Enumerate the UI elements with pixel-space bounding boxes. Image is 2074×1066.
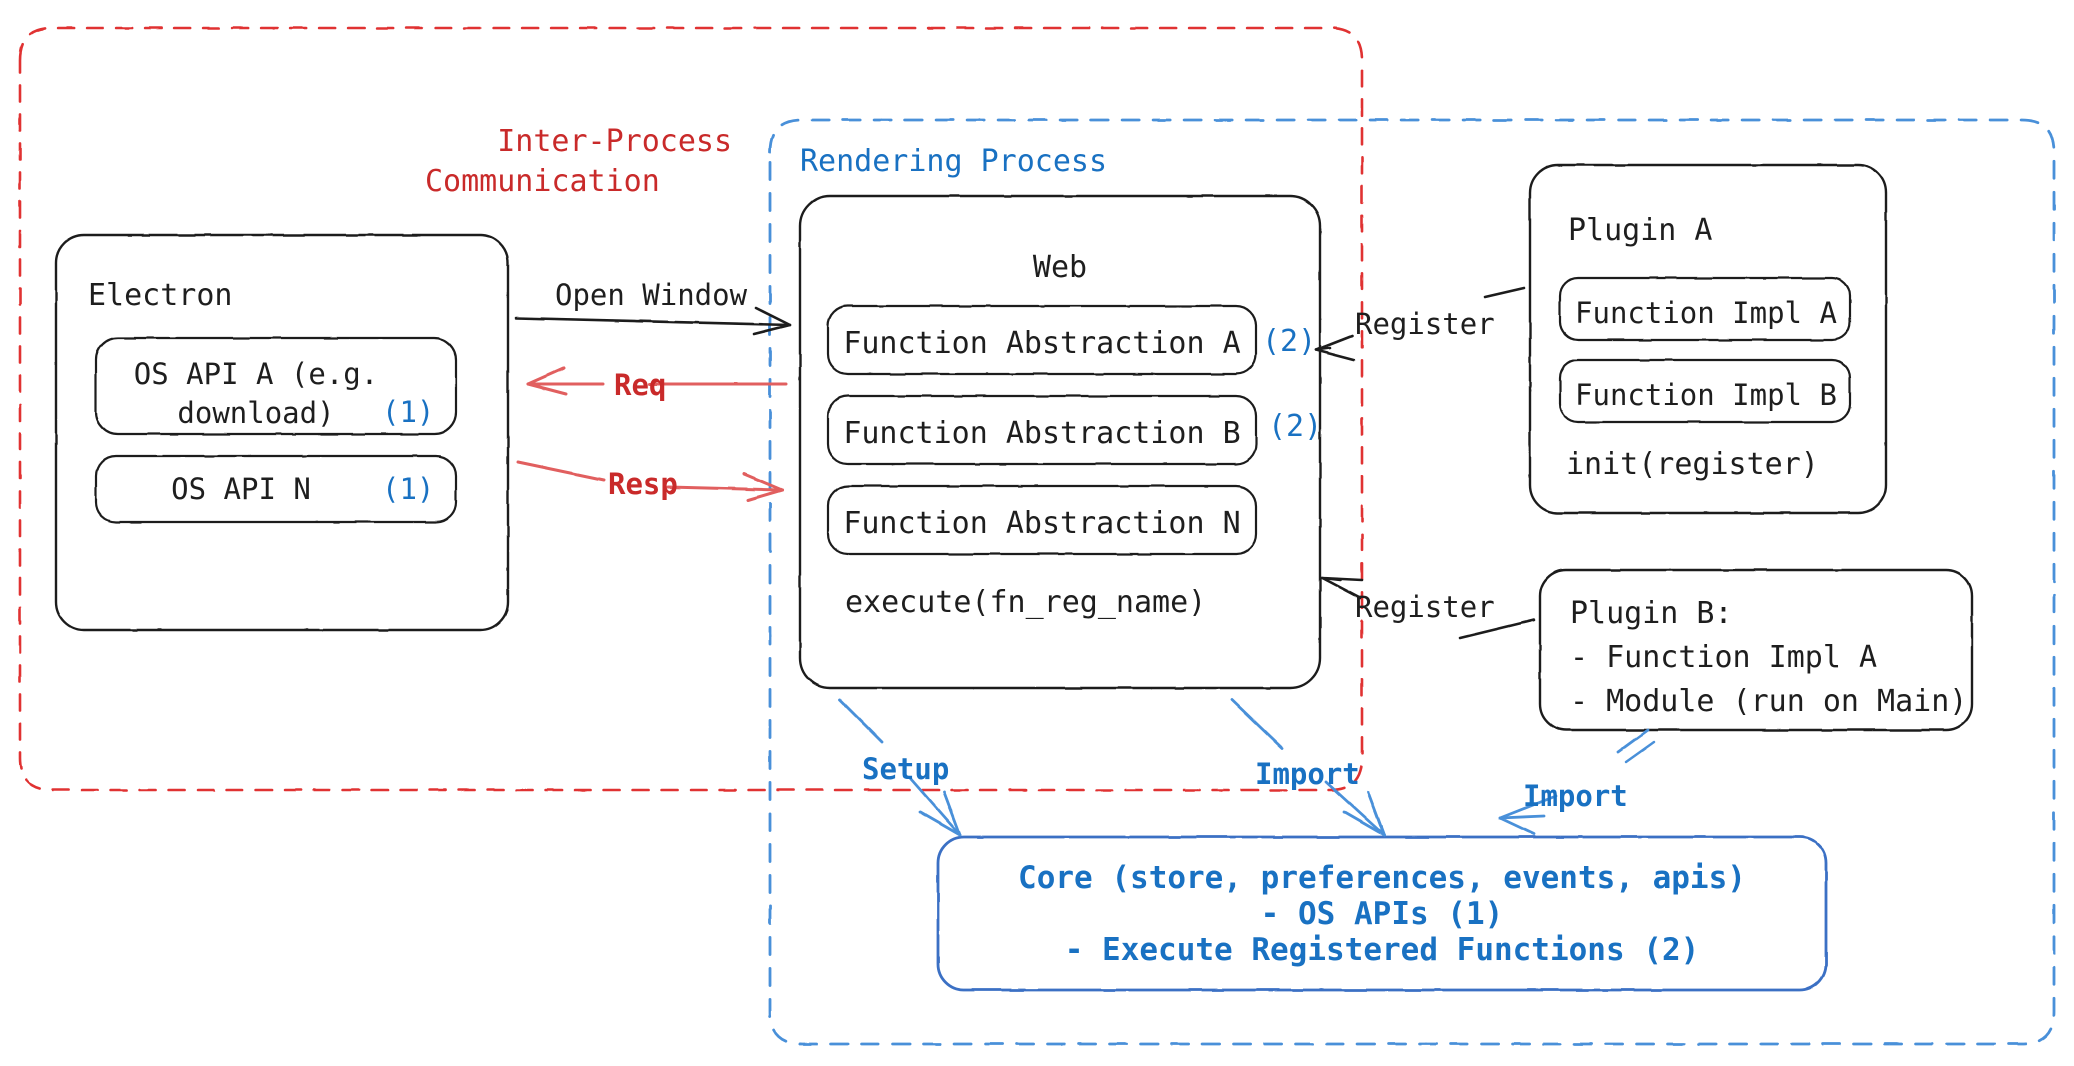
web-item-function-abstraction-a-badge: (2): [1262, 324, 1317, 359]
web-item-function-abstraction-b-badge: (2): [1268, 409, 1323, 444]
box-title-plugin-a: Plugin A: [1568, 213, 1713, 248]
electron-item-os-api-a-label: OS API A (e.g. download): [133, 357, 379, 430]
edge-label-import-plugin-b: Import: [1523, 779, 1628, 813]
electron-item-os-api-a-badge: (1): [382, 395, 435, 429]
box-title-electron: Electron: [88, 278, 233, 313]
electron-item-os-api-n-label: OS API N: [171, 472, 311, 506]
edge-label-req: Req: [614, 368, 667, 402]
edge-label-register-plugin-b: Register: [1355, 590, 1495, 624]
plugin-b-line-module-run-on-main: - Module (run on Main): [1570, 684, 1968, 719]
plugin-a-item-function-impl-a: Function Impl A: [1575, 296, 1837, 330]
plugin-a-item-function-impl-b: Function Impl B: [1575, 378, 1837, 412]
web-footer-execute: execute(fn_reg_name): [845, 585, 1207, 620]
edge-label-open-window: Open Window: [555, 278, 748, 312]
box-title-plugin-b: Plugin B:: [1570, 596, 1733, 631]
plugin-b-line-function-impl-a: - Function Impl A: [1570, 640, 1878, 675]
core-line-title: Core (store, preferences, events, apis): [1018, 860, 1746, 896]
edge-label-import-web: Import: [1255, 757, 1360, 791]
container-label-rendering-process: Rendering Process: [800, 144, 1108, 179]
web-item-function-abstraction-b-label: Function Abstraction B: [843, 416, 1241, 451]
box-title-web: Web: [1032, 250, 1088, 285]
web-item-function-abstraction-n-label: Function Abstraction N: [843, 506, 1241, 541]
plugin-a-footer-init-register: init(register): [1566, 447, 1819, 482]
core-line-os-apis: - OS APIs (1): [1260, 896, 1504, 932]
core-line-execute-registered-functions: - Execute Registered Functions (2): [1064, 932, 1700, 968]
web-item-function-abstraction-a-label: Function Abstraction A: [843, 326, 1241, 361]
electron-item-os-api-n-badge: (1): [382, 472, 435, 506]
edge-label-resp: Resp: [608, 467, 678, 501]
container-label-ipc: Inter-Process Communication: [425, 124, 733, 200]
edge-label-setup: Setup: [862, 752, 950, 786]
edge-label-register-plugin-a: Register: [1355, 307, 1495, 341]
